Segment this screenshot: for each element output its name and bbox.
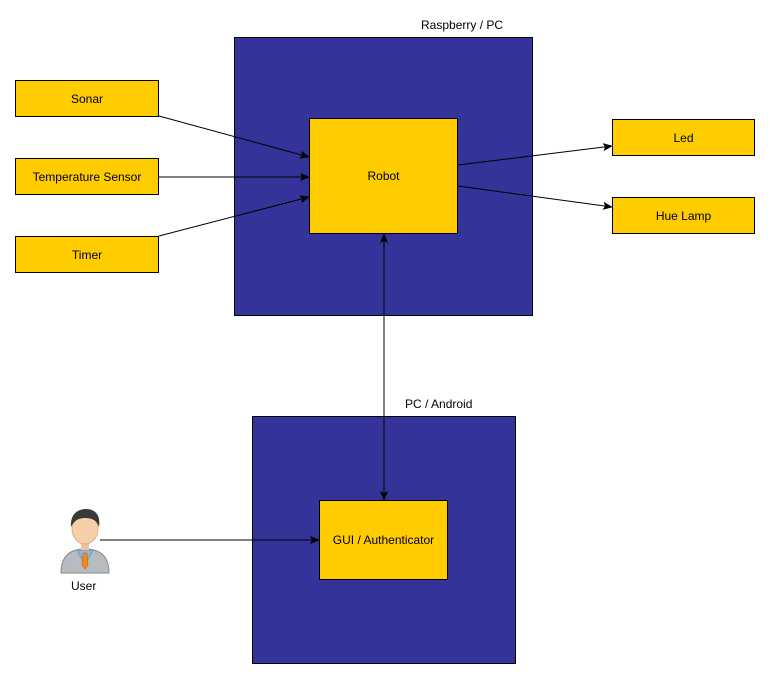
temperature-sensor-node[interactable]: Temperature Sensor — [15, 158, 159, 195]
led-label: Led — [673, 130, 694, 145]
user-label: User — [71, 579, 97, 593]
gui-authenticator-node[interactable]: GUI / Authenticator — [319, 500, 448, 580]
hue-lamp-node[interactable]: Hue Lamp — [612, 197, 755, 234]
temperature-sensor-label: Temperature Sensor — [32, 169, 142, 184]
user-actor[interactable]: User — [55, 505, 115, 595]
sonar-label: Sonar — [70, 91, 104, 106]
led-node[interactable]: Led — [612, 119, 755, 156]
timer-node[interactable]: Timer — [15, 236, 159, 273]
sonar-node[interactable]: Sonar — [15, 80, 159, 117]
pc-android-label: PC / Android — [405, 397, 473, 411]
robot-node[interactable]: Robot — [309, 118, 458, 234]
gui-authenticator-label: GUI / Authenticator — [332, 533, 435, 547]
user-icon — [60, 509, 110, 574]
raspberry-pc-label: Raspberry / PC — [421, 18, 504, 32]
robot-label: Robot — [367, 169, 400, 183]
timer-label: Timer — [71, 247, 103, 262]
hue-lamp-label: Hue Lamp — [655, 208, 712, 223]
